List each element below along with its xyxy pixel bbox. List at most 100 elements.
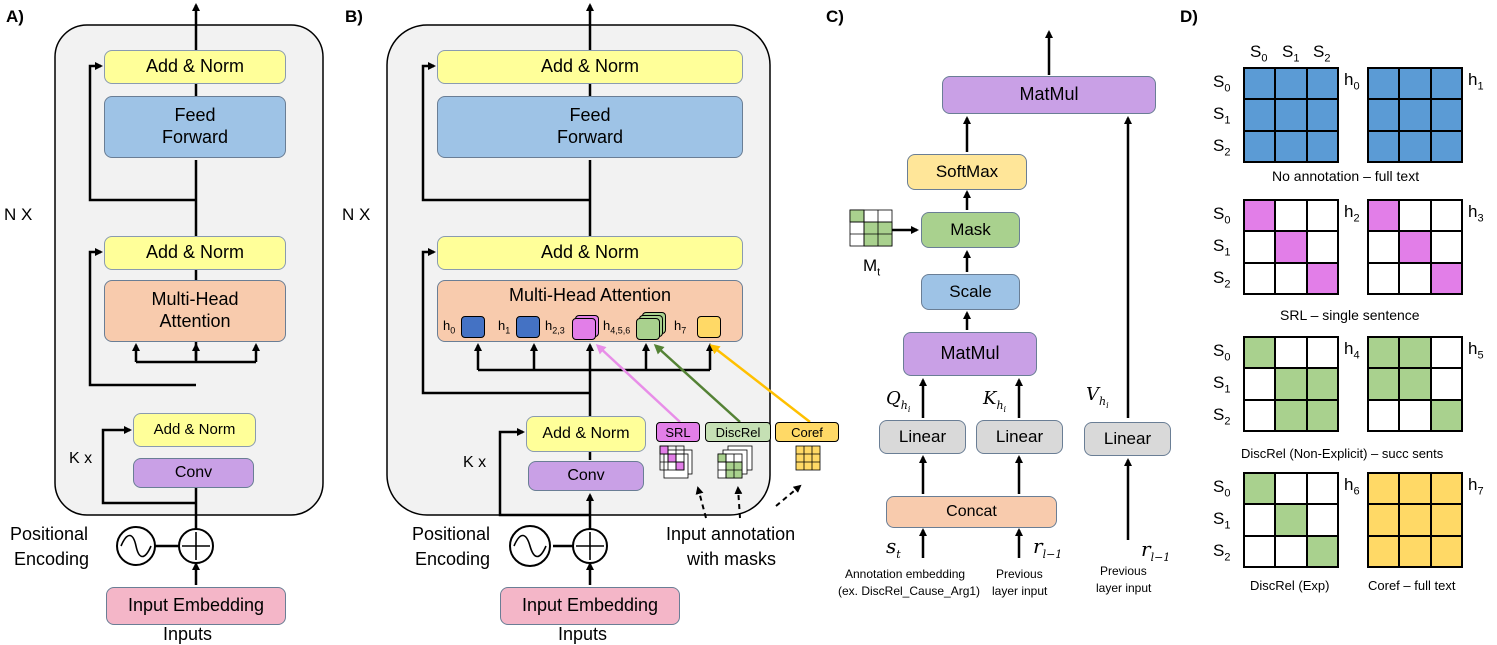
feed-forward-line2: Forward: [556, 127, 623, 147]
add-norm-top-b: Add & Norm: [437, 50, 743, 84]
mask-cell: [1399, 130, 1431, 162]
mask-cell: [1399, 535, 1431, 567]
mask-cell: [1306, 473, 1338, 505]
head-label-h7: h7: [674, 318, 687, 336]
linear-q: Linear: [879, 420, 966, 454]
mask-cell: [1368, 337, 1400, 369]
caption-discrel-exp: DiscRel (Exp): [1250, 578, 1330, 593]
mask-cell: [1306, 504, 1338, 536]
mask-cell: [1368, 68, 1400, 100]
feed-forward-b: Feed Forward: [437, 96, 743, 158]
coref-tag: Coref: [775, 422, 839, 442]
mask-cell: [1306, 262, 1338, 294]
mask-cell: [1244, 200, 1276, 232]
mask-cell: [1306, 130, 1338, 162]
d-head-h4: h4: [1344, 339, 1360, 362]
mask-cell: [1306, 535, 1338, 567]
d-head-h2: h2: [1344, 202, 1360, 225]
mask-cell: [1275, 504, 1307, 536]
mask-cell: [1430, 368, 1462, 400]
discrel-mask-icon: [717, 445, 753, 479]
feed-forward-line2: Forward: [161, 127, 228, 147]
mask-cell: [1368, 99, 1400, 131]
mask-cell: [1399, 68, 1431, 100]
mask-cell: [1430, 473, 1462, 505]
row-label-s1: S1: [1213, 509, 1231, 532]
inputs-label-b: Inputs: [558, 624, 608, 644]
mask-grid-h1: [1367, 67, 1463, 163]
mask-cell: [1399, 504, 1431, 536]
head-label-h0: h0: [443, 318, 456, 336]
conv-b: Conv: [528, 461, 644, 491]
col-s0: S0: [1250, 42, 1268, 65]
rl-label-2: rl−1: [1141, 537, 1171, 564]
mask-cell: [1399, 200, 1431, 232]
mask-grid-h5: [1367, 336, 1463, 432]
conv-a: Conv: [133, 458, 254, 488]
d-head-h7: h7: [1468, 475, 1484, 498]
coref-mask-icon: [795, 445, 821, 471]
mask-grid-h4: [1243, 336, 1339, 432]
v-label: Vhi: [1086, 384, 1109, 410]
mask-cell: [1306, 399, 1338, 431]
mt-mask-icon: [849, 209, 893, 247]
mask-cell: [1430, 200, 1462, 232]
head-h7-icon: [697, 316, 721, 338]
head-h1-icon: [516, 316, 540, 338]
caption-no-annotation: No annotation – full text: [1272, 168, 1420, 184]
caption-discrel-nonexplicit: DiscRel (Non-Explicit) – succ sents: [1241, 446, 1444, 461]
scale: Scale: [921, 274, 1020, 310]
row-label-s1: S1: [1213, 104, 1231, 127]
add-norm-mid-a: Add & Norm: [104, 236, 286, 270]
add-norm-low-a: Add & Norm: [133, 413, 256, 447]
head-h0-icon: [461, 316, 485, 338]
d-head-h1: h1: [1468, 70, 1484, 93]
head-label-h456: h4,5,6: [603, 318, 631, 336]
mask-cell: [1306, 99, 1338, 131]
row-label-s2: S2: [1213, 541, 1231, 564]
mask-grid-h6: [1243, 472, 1339, 568]
mask-cell: [1275, 337, 1307, 369]
panel-label-d: D): [1180, 7, 1198, 26]
mask-cell: [1430, 99, 1462, 131]
mha-line1: Multi-Head: [151, 289, 239, 310]
mask-cell: [1368, 262, 1400, 294]
mask-cell: [1430, 231, 1462, 263]
panel-label-c: C): [826, 7, 844, 26]
mask-cell: [1275, 200, 1307, 232]
d-head-h5: h5: [1468, 339, 1484, 362]
d-head-h0: h0: [1344, 70, 1360, 93]
mask-cell: [1244, 99, 1276, 131]
multi-head-attention-a: Multi-Head Attention: [104, 280, 286, 342]
mask-cell: [1368, 200, 1400, 232]
discrel-tag: DiscRel: [705, 422, 771, 442]
d-head-h3: h3: [1468, 202, 1484, 225]
mask-cell: [1244, 473, 1276, 505]
kx-label-a: K x: [69, 450, 93, 467]
mask-cell: [1306, 68, 1338, 100]
prev-layer-label-2a: Previous: [1100, 564, 1147, 578]
st-label: st: [886, 534, 901, 561]
pos-enc-label-a-1: Positional: [10, 524, 89, 544]
col-s1: S1: [1282, 42, 1300, 65]
annot-emb-label-1: Annotation embedding: [845, 567, 966, 581]
mask-cell: [1368, 504, 1400, 536]
mask-cell: [1430, 399, 1462, 431]
mask-cell: [1275, 368, 1307, 400]
head-label-h1: h1: [498, 318, 511, 336]
feed-forward-line1: Feed: [569, 105, 611, 126]
mask-cell: [1244, 504, 1276, 536]
head-h23-icon: [572, 318, 596, 340]
add-norm-mid-b: Add & Norm: [437, 236, 743, 270]
mask: Mask: [921, 212, 1020, 248]
matmul-mid: MatMul: [903, 332, 1037, 376]
mask-cell: [1244, 399, 1276, 431]
row-label-s2: S2: [1213, 405, 1231, 428]
mask-cell: [1306, 231, 1338, 263]
mask-cell: [1368, 473, 1400, 505]
mask-cell: [1430, 535, 1462, 567]
q-label: Qhi: [886, 388, 911, 414]
pos-enc-label-a-2: Encoding: [14, 549, 90, 569]
nx-label-b: N X: [342, 205, 371, 224]
matmul-top: MatMul: [942, 76, 1156, 114]
